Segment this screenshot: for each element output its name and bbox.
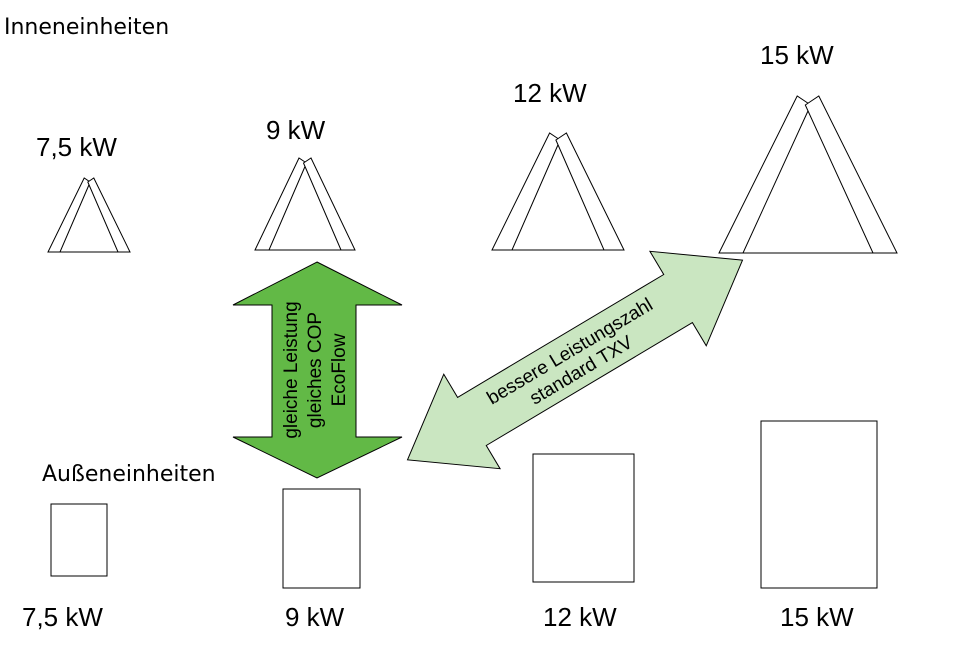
- arrow-text-line: EcoFlow: [329, 333, 350, 406]
- equal-performance-text: gleiche Leistung gleiches COP EcoFlow: [281, 301, 350, 438]
- indoor-unit-7-5: [47, 177, 131, 253]
- right-strip: [804, 95, 898, 254]
- outdoor-label-7-5: 7,5 kW: [22, 602, 103, 632]
- indoor-section-title: Inneneinheiten: [4, 15, 169, 40]
- arrow-text-line: gleiches COP: [305, 312, 326, 428]
- indoor-label-9: 9 kW: [266, 115, 326, 145]
- right-strip: [555, 132, 625, 251]
- equal-performance-arrow: [232, 261, 403, 479]
- arrow-text-line: gleiche Leistung: [281, 301, 302, 438]
- outdoor-unit-9: [282, 488, 361, 589]
- left-strip: [491, 132, 561, 251]
- outdoor-unit-15: [760, 420, 878, 589]
- outdoor-label-15: 15 kW: [780, 602, 854, 632]
- left-strip: [718, 95, 812, 254]
- outdoor-label-12: 12 kW: [543, 602, 617, 632]
- better-efficiency-arrow: [406, 250, 744, 470]
- indoor-label-12: 12 kW: [513, 78, 587, 108]
- left-strip: [254, 157, 308, 251]
- left-strip: [47, 177, 91, 253]
- indoor-unit-12: [491, 132, 625, 251]
- indoor-unit-9: [254, 157, 356, 251]
- outdoor-label-9: 9 kW: [285, 602, 345, 632]
- indoor-label-7-5: 7,5 kW: [36, 132, 117, 162]
- indoor-unit-15: [718, 95, 898, 254]
- outdoor-unit-12: [532, 453, 635, 583]
- outdoor-section-title: Außeneinheiten: [42, 462, 216, 487]
- right-strip: [87, 177, 131, 253]
- indoor-label-15: 15 kW: [760, 40, 834, 70]
- right-strip: [302, 157, 356, 251]
- outdoor-unit-7-5: [50, 503, 108, 577]
